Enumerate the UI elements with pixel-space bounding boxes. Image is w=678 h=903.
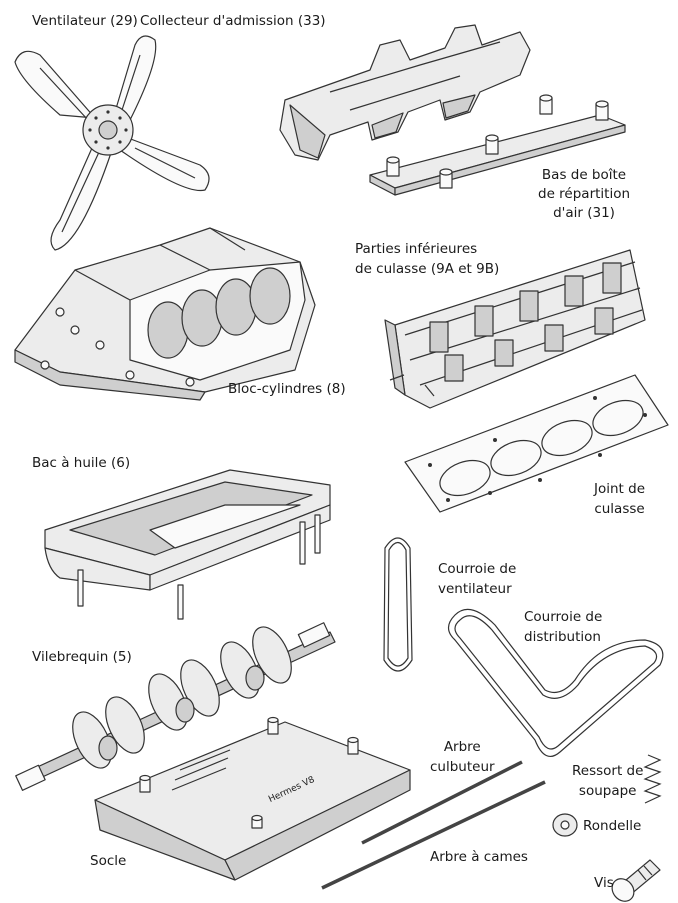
label-joint-culasse: Joint de culasse	[594, 480, 645, 519]
base-part	[94, 716, 411, 881]
label-line: soupape	[578, 782, 637, 799]
label-line: Courroie de	[438, 561, 517, 577]
washer-part	[552, 813, 578, 837]
label-bas-boite-repartition: Bas de boîte de répartition d'air (31)	[538, 166, 630, 223]
label-arbre-culbuteur: Arbre culbuteur	[430, 738, 495, 777]
cylinder-head-lower-part	[384, 249, 646, 409]
label-courroie-ventilateur: Courroie de ventilateur	[438, 560, 516, 599]
label-bac-huile: Bac à huile (6)	[32, 455, 131, 471]
label-line: Courroie de	[524, 609, 603, 625]
label-line: Joint de	[594, 481, 646, 497]
label-line: Parties inférieures	[355, 241, 478, 257]
rocker-shaft-part	[361, 760, 523, 845]
label-parties-inferieures-culasse: Parties inférieures de culasse (9A et 9B…	[355, 240, 499, 279]
label-line: de culasse (9A et 9B)	[355, 260, 500, 277]
label-line: ventilateur	[438, 580, 512, 597]
label-vis: Vis	[594, 875, 614, 891]
label-line: Bas de boîte	[541, 167, 627, 183]
label-line: distribution	[524, 628, 601, 645]
label-line: culbuteur	[430, 758, 495, 775]
screw-part	[611, 859, 661, 902]
oil-pan-part	[44, 469, 331, 620]
label-line: Ressort de	[572, 763, 644, 779]
label-ventilateur: Ventilateur (29)	[32, 13, 138, 29]
crankshaft-part	[15, 622, 336, 791]
head-gasket-part	[404, 374, 669, 513]
fan-belt-part	[383, 537, 413, 672]
label-ressort-soupape: Ressort de soupape	[572, 762, 643, 801]
camshaft-part	[321, 780, 546, 890]
cylinder-block-part	[14, 227, 316, 401]
label-courroie-distribution: Courroie de distribution	[524, 608, 602, 647]
label-line: culasse	[594, 500, 645, 517]
fan-part	[14, 35, 210, 251]
label-vilebrequin: Vilebrequin (5)	[32, 649, 132, 665]
valve-spring-part	[643, 754, 662, 804]
label-line: de répartition	[538, 185, 631, 202]
label-bloc-cylindres: Bloc-cylindres (8)	[228, 381, 346, 397]
timing-belt-part	[447, 608, 664, 758]
label-socle: Socle	[90, 853, 127, 869]
label-arbre-cames: Arbre à cames	[430, 849, 528, 865]
label-line: d'air (31)	[553, 204, 615, 221]
label-collecteur-admission: Collecteur d'admission (33)	[140, 13, 326, 29]
intake-manifold-part	[279, 24, 531, 161]
air-box-bottom-part	[369, 94, 626, 196]
label-line: Arbre	[443, 739, 481, 755]
label-rondelle: Rondelle	[583, 818, 642, 834]
